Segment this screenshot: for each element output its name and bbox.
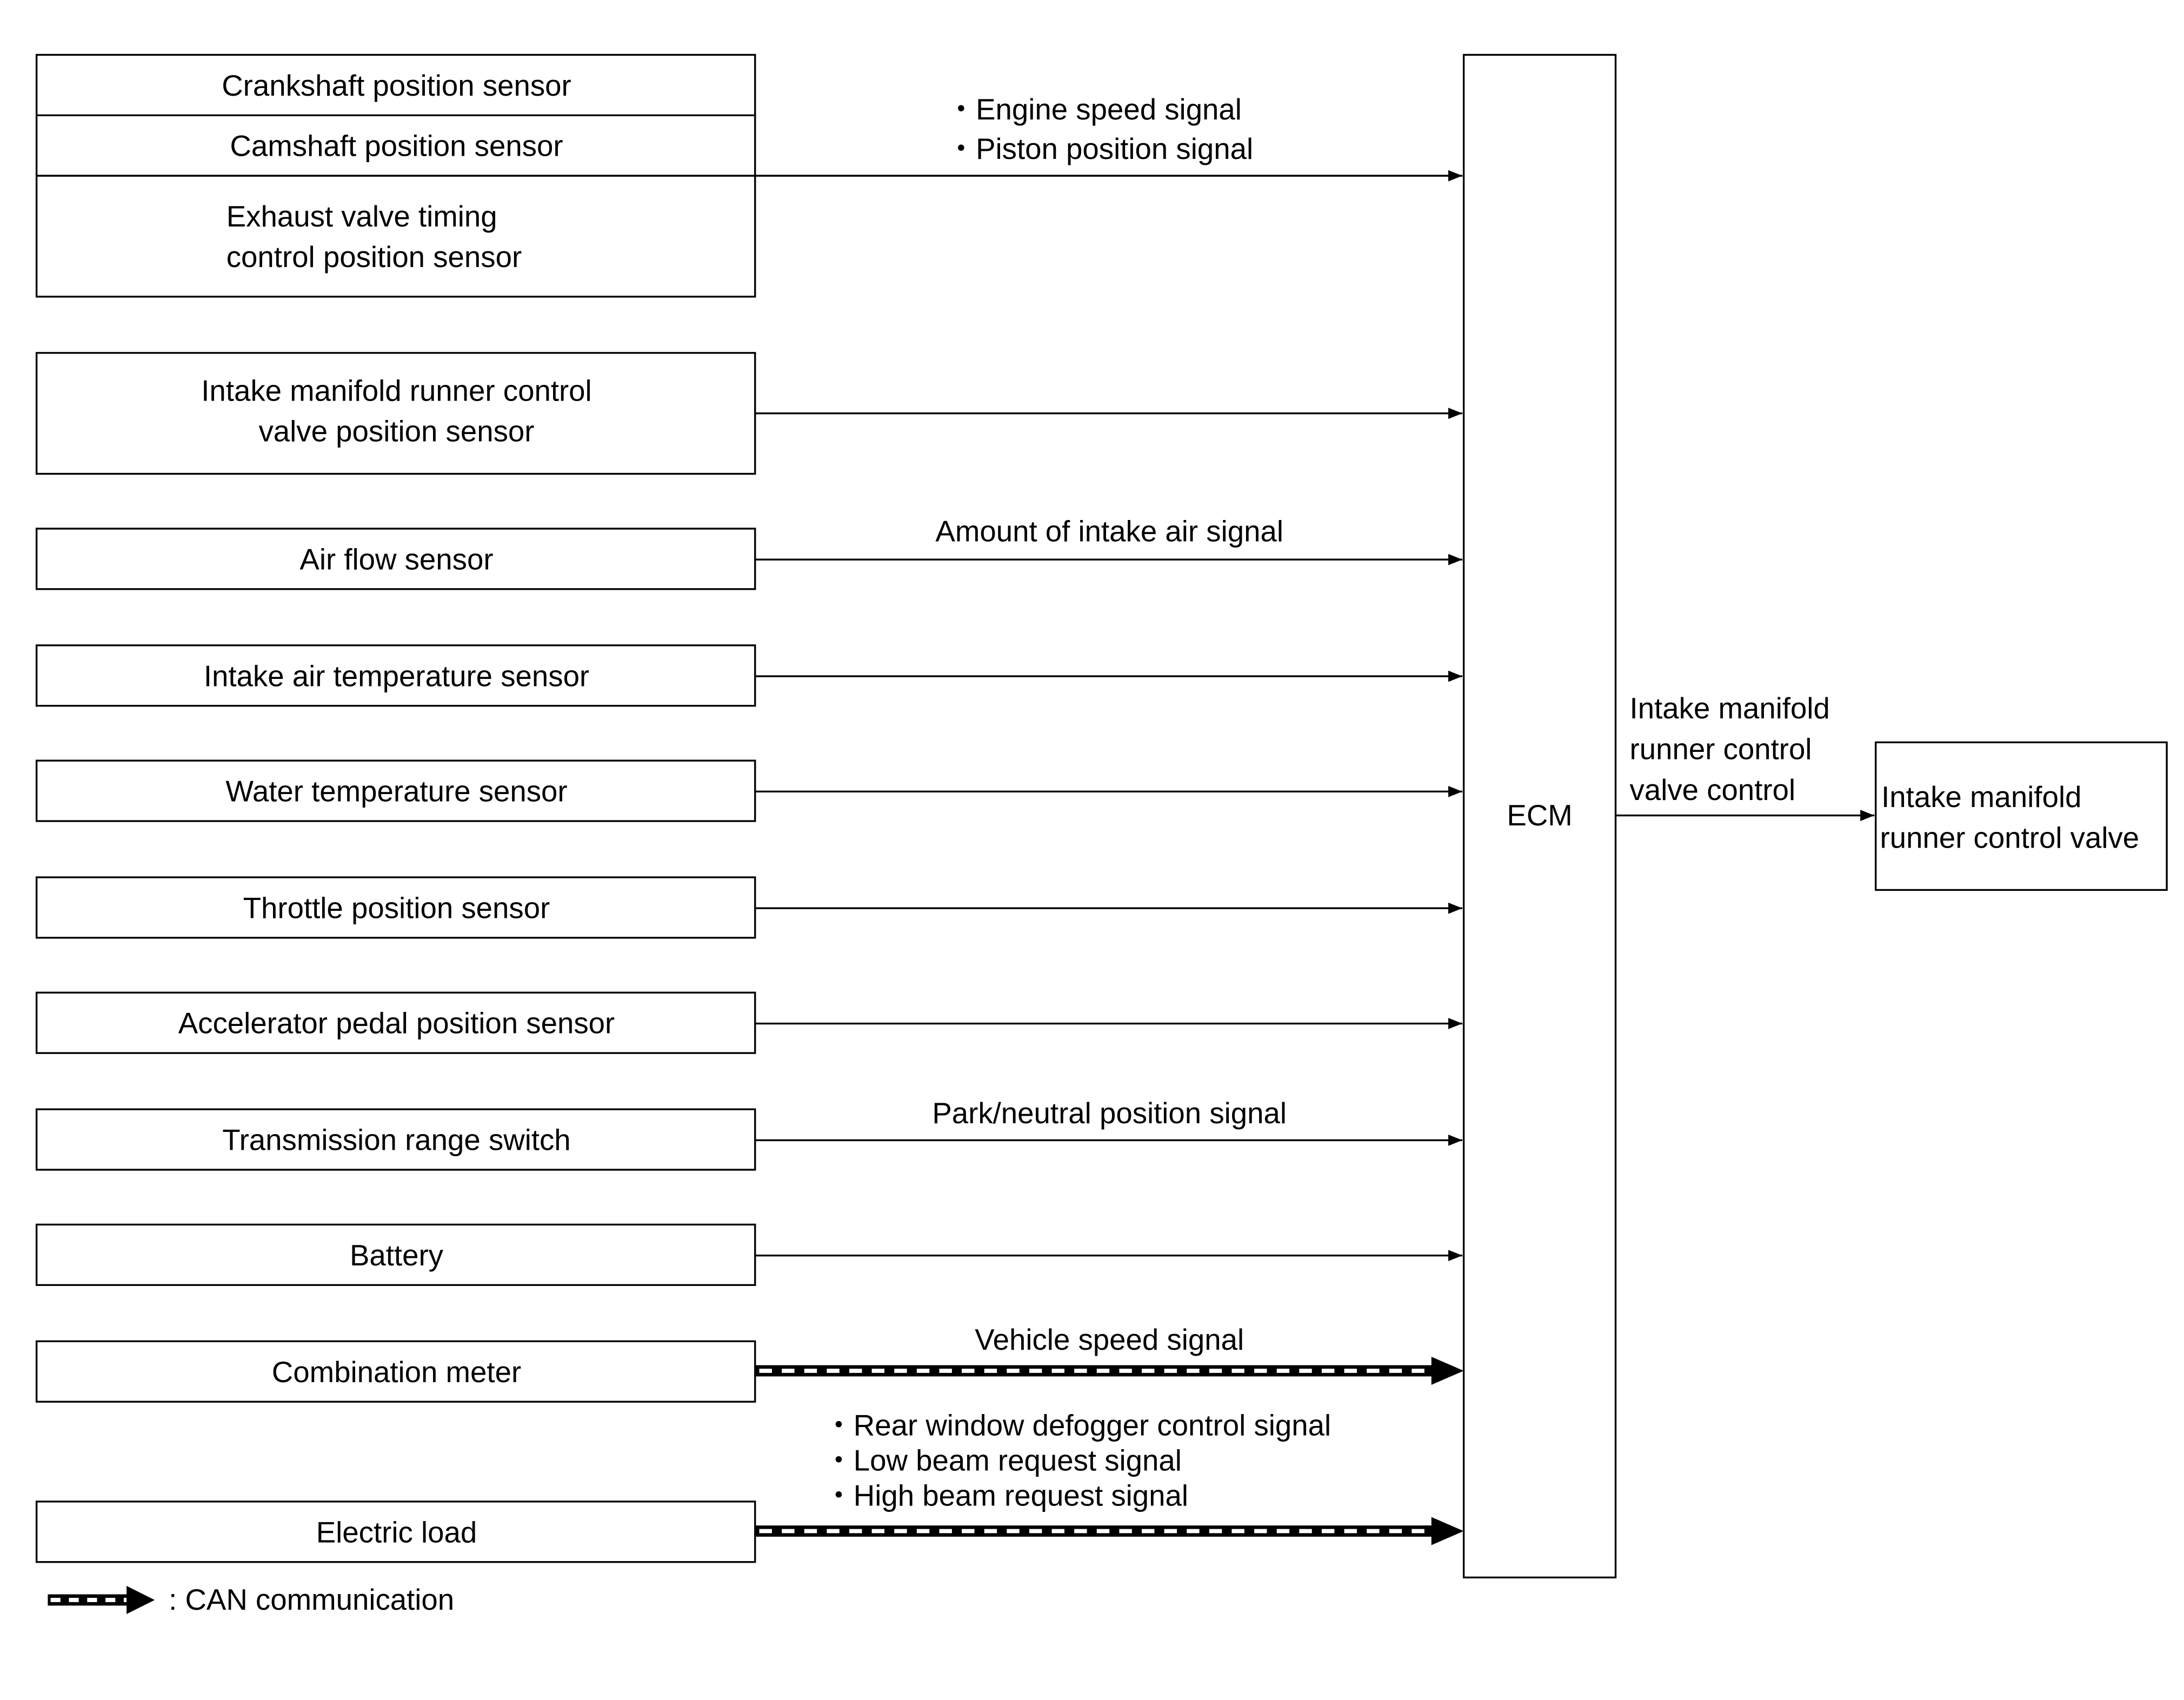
engine-speed-signal-label: ・Engine speed signal xyxy=(946,93,1241,126)
intake-runner-valve-box: Intake manifold runner control valve xyxy=(1875,741,2168,891)
intake-runner-sensor-label-line2: valve position sensor xyxy=(258,415,534,448)
throttle-sensor-box: Throttle position sensor xyxy=(35,876,756,939)
battery-box: Battery xyxy=(35,1223,756,1286)
valve-control-signal-line1: Intake manifold xyxy=(1630,692,1830,725)
rear-defogger-signal-label: ・Rear window defogger control signal xyxy=(824,1409,1331,1442)
combination-meter-can-arrow xyxy=(755,1356,1464,1385)
exhaust-sensor-label-line2: control position sensor xyxy=(227,241,522,274)
vehicle-speed-signal-label: Vehicle speed signal xyxy=(975,1323,1244,1356)
transmission-switch-label: Transmission range switch xyxy=(222,1124,570,1157)
intake-air-temp-sensor-box: Intake air temperature sensor xyxy=(35,644,756,707)
legend: : CAN communication xyxy=(48,1583,454,1616)
low-beam-signal-label: ・Low beam request signal xyxy=(824,1444,1182,1477)
can-legend-icon xyxy=(48,1585,155,1614)
electric-load-box: Electric load xyxy=(35,1501,756,1563)
battery-label: Battery xyxy=(350,1239,444,1272)
combination-meter-box: Combination meter xyxy=(35,1340,756,1403)
camshaft-sensor-label: Camshaft position sensor xyxy=(230,130,563,163)
sensor-group-box: Crankshaft position sensor Camshaft posi… xyxy=(35,54,756,298)
combination-meter-label: Combination meter xyxy=(272,1356,521,1389)
accelerator-sensor-box: Accelerator pedal position sensor xyxy=(35,991,756,1054)
exhaust-sensor-label-line1: Exhaust valve timing xyxy=(227,200,497,233)
accelerator-sensor-label: Accelerator pedal position sensor xyxy=(178,1007,615,1040)
ecm-label: ECM xyxy=(1507,799,1572,832)
valve-control-signal-line2: runner control xyxy=(1630,733,1812,766)
intake-runner-valve-label-line1: Intake manifold xyxy=(1881,781,2081,814)
intake-runner-valve-label-line2: runner control valve xyxy=(1880,821,2140,854)
transmission-switch-box: Transmission range switch xyxy=(35,1108,756,1171)
can-legend-label: : CAN communication xyxy=(169,1583,454,1616)
electric-load-can-arrow xyxy=(755,1517,1464,1545)
piston-position-signal-label: ・Piston position signal xyxy=(946,132,1253,165)
intake-air-signal-label: Amount of intake air signal xyxy=(935,515,1283,548)
intake-runner-sensor-label-line1: Intake manifold runner control xyxy=(201,374,591,407)
high-beam-signal-label: ・High beam request signal xyxy=(824,1479,1188,1512)
ecm-box: ECM xyxy=(1462,54,1617,1579)
throttle-sensor-label: Throttle position sensor xyxy=(243,891,550,924)
intake-air-temp-sensor-label: Intake air temperature sensor xyxy=(204,659,589,692)
crankshaft-sensor-label: Crankshaft position sensor xyxy=(222,69,571,102)
air-flow-sensor-label: Air flow sensor xyxy=(299,543,493,576)
intake-runner-sensor-box: Intake manifold runner control valve pos… xyxy=(35,352,756,475)
water-temp-sensor-box: Water temperature sensor xyxy=(35,759,756,822)
water-temp-sensor-label: Water temperature sensor xyxy=(225,775,567,808)
air-flow-sensor-box: Air flow sensor xyxy=(35,528,756,590)
electric-load-label: Electric load xyxy=(316,1516,477,1549)
park-neutral-signal-label: Park/neutral position signal xyxy=(932,1097,1287,1130)
valve-control-signal-line3: valve control xyxy=(1630,774,1796,806)
